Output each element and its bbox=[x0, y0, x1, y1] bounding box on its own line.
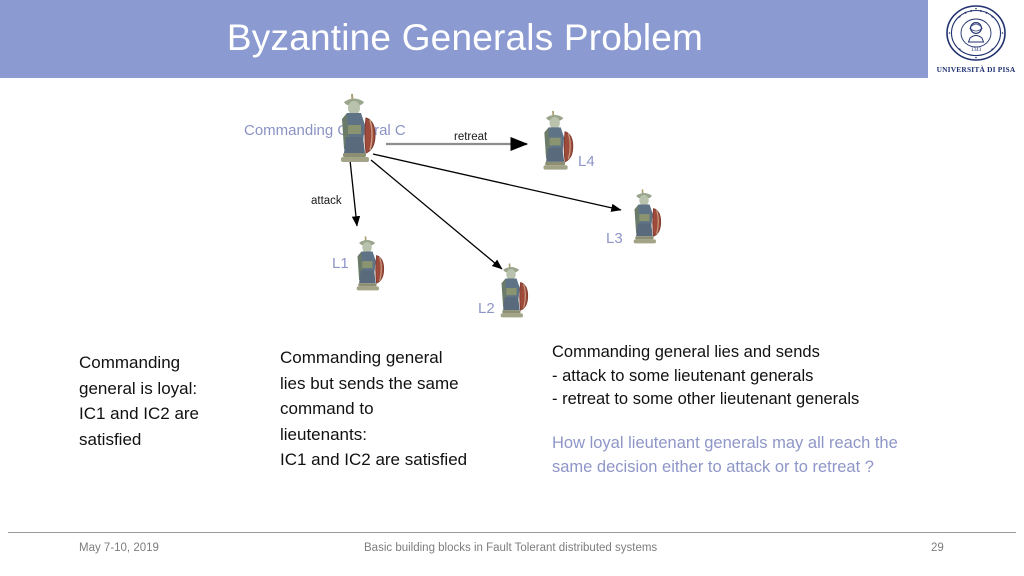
soldier-figure-l4 bbox=[543, 110, 574, 170]
byzantine-generals-diagram: Commanding General C retreat attack bbox=[0, 78, 1024, 338]
footer-title: Basic building blocks in Fault Tolerant … bbox=[364, 542, 658, 554]
node-label-l4: L4 bbox=[578, 153, 595, 170]
diagram-arrows bbox=[349, 136, 622, 270]
text-block-lying-same-command: Commanding general lies but sends the sa… bbox=[280, 348, 468, 469]
node-label-l3: L3 bbox=[606, 230, 623, 247]
soldier-figure-l3 bbox=[633, 189, 662, 244]
edge-c-to-l2 bbox=[370, 159, 503, 270]
footer-divider bbox=[8, 532, 1016, 533]
footer-date: May 7-10, 2019 bbox=[79, 542, 159, 554]
university-logo: 1343 UNIVERSITÀ DI PISA bbox=[928, 0, 1024, 82]
edge-c-to-l1 bbox=[349, 159, 361, 227]
university-seal-icon: 1343 bbox=[946, 5, 1006, 61]
text-block-lying-mixed-command: Commanding general lies and sends - atta… bbox=[552, 343, 860, 408]
node-label-l1: L1 bbox=[332, 255, 349, 272]
edge-c-to-l3 bbox=[372, 153, 622, 212]
node-label-l2: L2 bbox=[478, 300, 495, 317]
soldier-figure-commanding-general bbox=[341, 93, 376, 162]
edge-label-attack: attack bbox=[311, 195, 342, 207]
footer-page-number: 29 bbox=[931, 542, 944, 554]
seal-year-text: 1343 bbox=[971, 47, 982, 53]
logo-caption: UNIVERSITÀ DI PISA bbox=[936, 65, 1016, 74]
soldier-figure-l1 bbox=[356, 236, 385, 291]
edge-label-retreat: retreat bbox=[454, 131, 488, 143]
slide-header-bar bbox=[0, 0, 1024, 78]
page-title: Byzantine Generals Problem bbox=[226, 17, 704, 58]
text-block-question: How loyal lieutenant generals may all re… bbox=[552, 434, 898, 476]
soldier-figure-l2 bbox=[500, 263, 529, 318]
text-block-loyal-general: Commanding general is loyal: IC1 and IC2… bbox=[79, 353, 200, 449]
